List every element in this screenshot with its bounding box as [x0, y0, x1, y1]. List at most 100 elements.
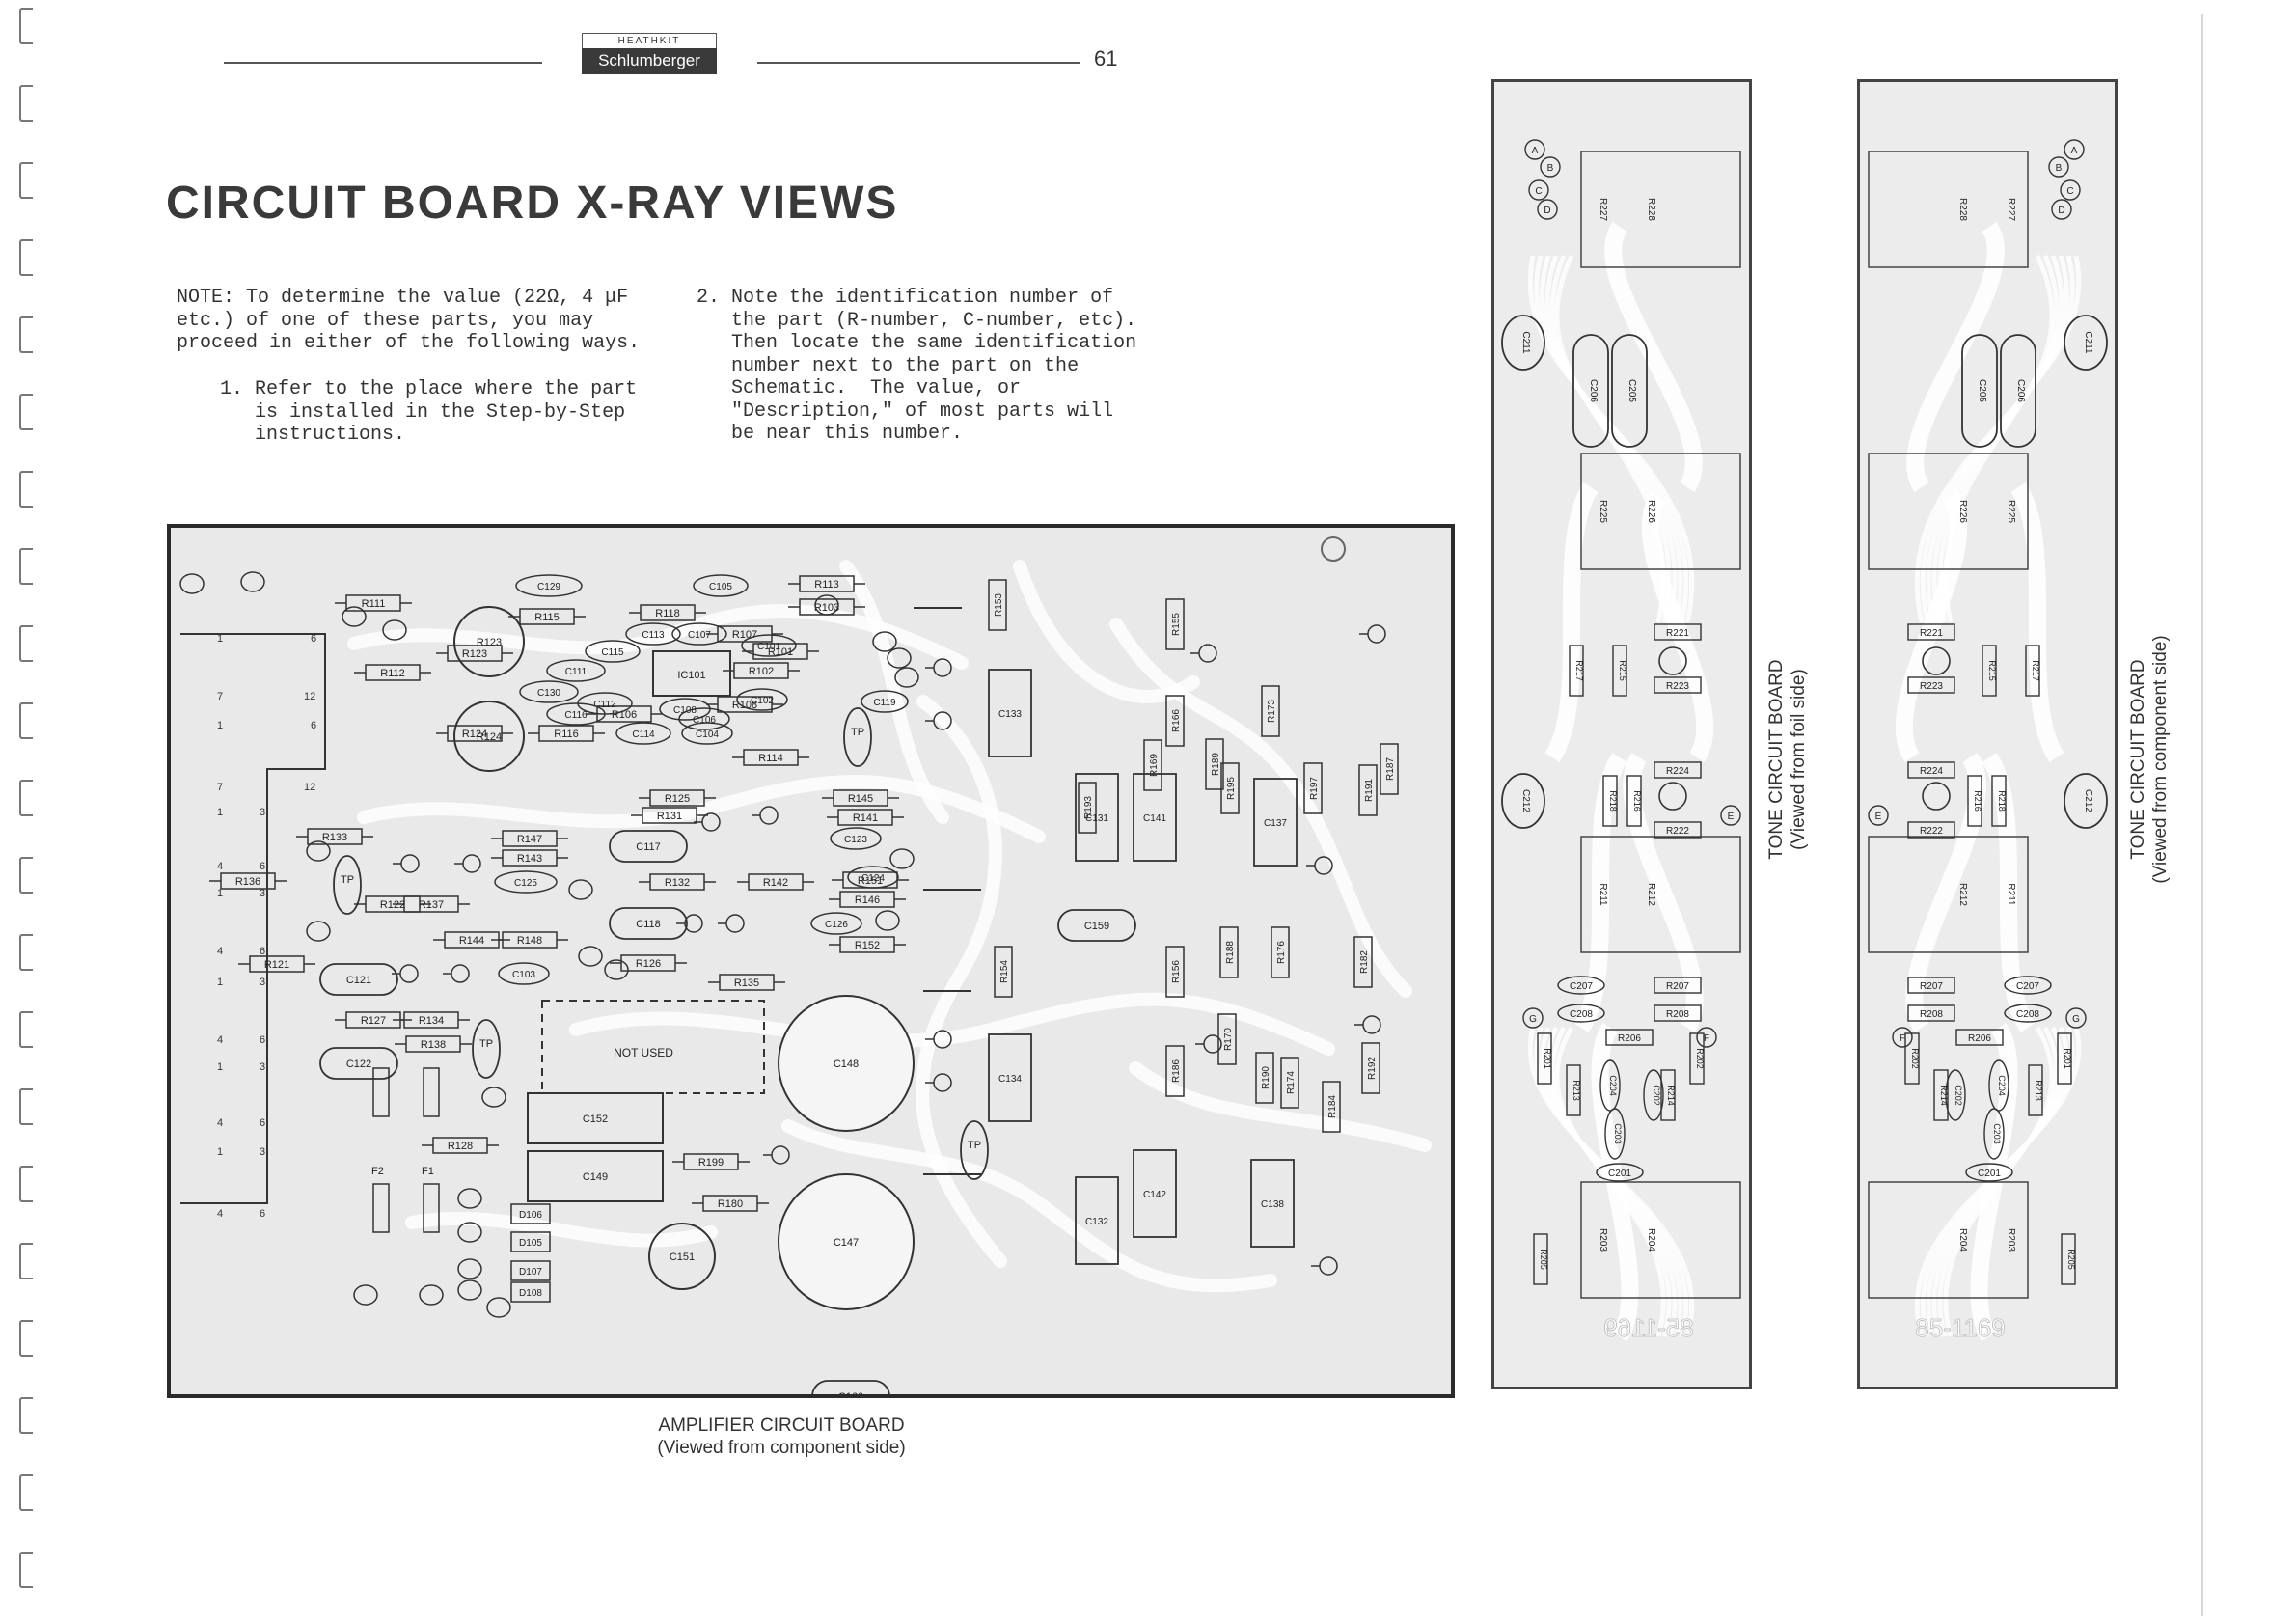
edge-pin-label: 1 — [217, 977, 223, 988]
edge-pin-label: 1 — [217, 807, 223, 818]
resistor-label: R101 — [768, 646, 793, 658]
capacitor-label: C106 — [693, 715, 716, 726]
resistor-label: R126 — [636, 958, 661, 970]
not-used-label: NOT USED — [614, 1046, 673, 1059]
capacitor-outline — [830, 827, 882, 850]
note-step-1: 1. Refer to the place where the part is … — [220, 378, 638, 446]
connector-point — [457, 1258, 482, 1279]
connector-label: D — [1544, 206, 1550, 216]
binder-hole — [19, 702, 33, 739]
connector-point — [2060, 179, 2081, 201]
capacitor-outline — [1945, 1069, 1966, 1121]
capacitor-outline — [693, 574, 749, 597]
foil-trace — [1906, 222, 2005, 492]
foil-trace — [1554, 254, 1666, 623]
test-point-label: TP — [479, 1038, 493, 1050]
binder-hole — [19, 394, 33, 430]
potentiometer-outline — [1868, 151, 2029, 268]
connector-point — [457, 1188, 482, 1209]
resistor-label: R136 — [235, 876, 260, 888]
capacitor-label: C160 — [838, 1391, 863, 1394]
resistor-label: R184 — [1327, 1095, 1338, 1118]
tone-board-component-drawing: R227R228R225R226R211R212R203R204C206C205… — [1868, 139, 2108, 1342]
potentiometer-outline — [453, 606, 525, 677]
connector-point — [875, 910, 900, 931]
capacitor-label: C211 — [2083, 331, 2093, 354]
capacitor-label: C148 — [834, 1059, 859, 1070]
test-point — [960, 1120, 989, 1180]
capacitor-outline — [778, 995, 915, 1132]
resistor-label: R135 — [734, 977, 759, 989]
potentiometer-outline — [1580, 836, 1741, 953]
resistor-outline — [1303, 762, 1323, 814]
connector-point — [306, 840, 331, 862]
capacitor-label: C101 — [757, 642, 780, 652]
capacitor-label: C205 — [1626, 379, 1637, 402]
capacitor-label: C123 — [844, 835, 867, 845]
transistor-outline — [1922, 782, 1951, 811]
connector-point — [1522, 1007, 1544, 1029]
resistor-label: R224 — [1666, 766, 1689, 777]
transistor-outline — [1319, 1256, 1338, 1276]
transistor-outline — [1658, 646, 1687, 675]
resistor-outline — [1907, 623, 1955, 641]
foil-trace — [1943, 254, 2055, 623]
binder-hole — [19, 548, 33, 585]
resistor-label: R144 — [459, 935, 484, 947]
transistor-outline — [462, 854, 481, 873]
resistor-label: R156 — [1171, 960, 1182, 983]
tone-foil-caption: TONE CIRCUIT BOARD (Viewed from foil sid… — [1765, 615, 1810, 904]
capacitor-label: C207 — [2016, 981, 2039, 992]
test-point-label: TP — [851, 727, 864, 738]
potentiometer-label: R226 — [1646, 500, 1656, 523]
capacitor-label: C151 — [670, 1252, 695, 1263]
resistor-outline — [1219, 926, 1239, 978]
capacitor-outline — [1557, 1004, 1605, 1023]
tone-component-caption: TONE CIRCUIT BOARD (Viewed from componen… — [2127, 615, 2172, 904]
resistor-label: R191 — [1364, 779, 1375, 802]
header-rule-right — [757, 62, 1080, 64]
resistor-label: R215 — [1987, 660, 1997, 681]
resistor-label: R147 — [517, 834, 542, 845]
capacitor-outline — [319, 963, 398, 996]
resistor-outline — [1533, 1233, 1548, 1285]
connector-point — [1540, 156, 1561, 178]
resistor-label: R132 — [665, 877, 690, 889]
capacitor-outline — [1133, 1149, 1177, 1238]
potentiometer-outline — [1868, 836, 2029, 953]
potentiometer-label: R204 — [1646, 1228, 1656, 1252]
potentiometer-outline — [453, 701, 525, 772]
connector-point — [1537, 199, 1558, 220]
foil-trace — [1895, 492, 1968, 762]
resistor-label: R153 — [994, 593, 1004, 617]
connector-point — [894, 667, 919, 688]
capacitor-outline — [498, 962, 550, 985]
binder-hole — [19, 1474, 33, 1511]
connector-label: F — [1704, 1033, 1709, 1044]
resistor-label: R102 — [749, 666, 774, 677]
brand-bottom-text: Schlumberger — [582, 48, 717, 74]
edge-pin-label: 4 — [217, 1117, 223, 1129]
capacitor-label: C204 — [1997, 1075, 2007, 1096]
resistor-outline — [1904, 1032, 1920, 1085]
capacitor-label: C202 — [1954, 1085, 1963, 1106]
resistor-label: R142 — [763, 877, 788, 889]
resistor-label: R122 — [380, 899, 405, 911]
foil-trace — [1573, 753, 1627, 1032]
binder-hole — [19, 8, 33, 44]
resistor-outline — [1991, 775, 2007, 827]
capacitor-label: C118 — [636, 919, 660, 930]
resistor-label: R114 — [758, 753, 782, 764]
fuse-clip — [423, 1067, 440, 1117]
foil-trace — [2010, 482, 2064, 762]
resistor-outline — [1566, 1064, 1581, 1116]
capacitor-outline — [625, 622, 681, 646]
capacitor-outline — [648, 1223, 716, 1290]
capacitor-label: C124 — [861, 873, 885, 884]
resistor-label: R215 — [1618, 660, 1627, 681]
connector-label: D — [2058, 206, 2064, 216]
connector-label: A — [2071, 146, 2078, 156]
edge-pin-label: 3 — [260, 888, 265, 899]
resistor-label: R148 — [517, 935, 542, 947]
connector-label: B — [1547, 163, 1554, 174]
